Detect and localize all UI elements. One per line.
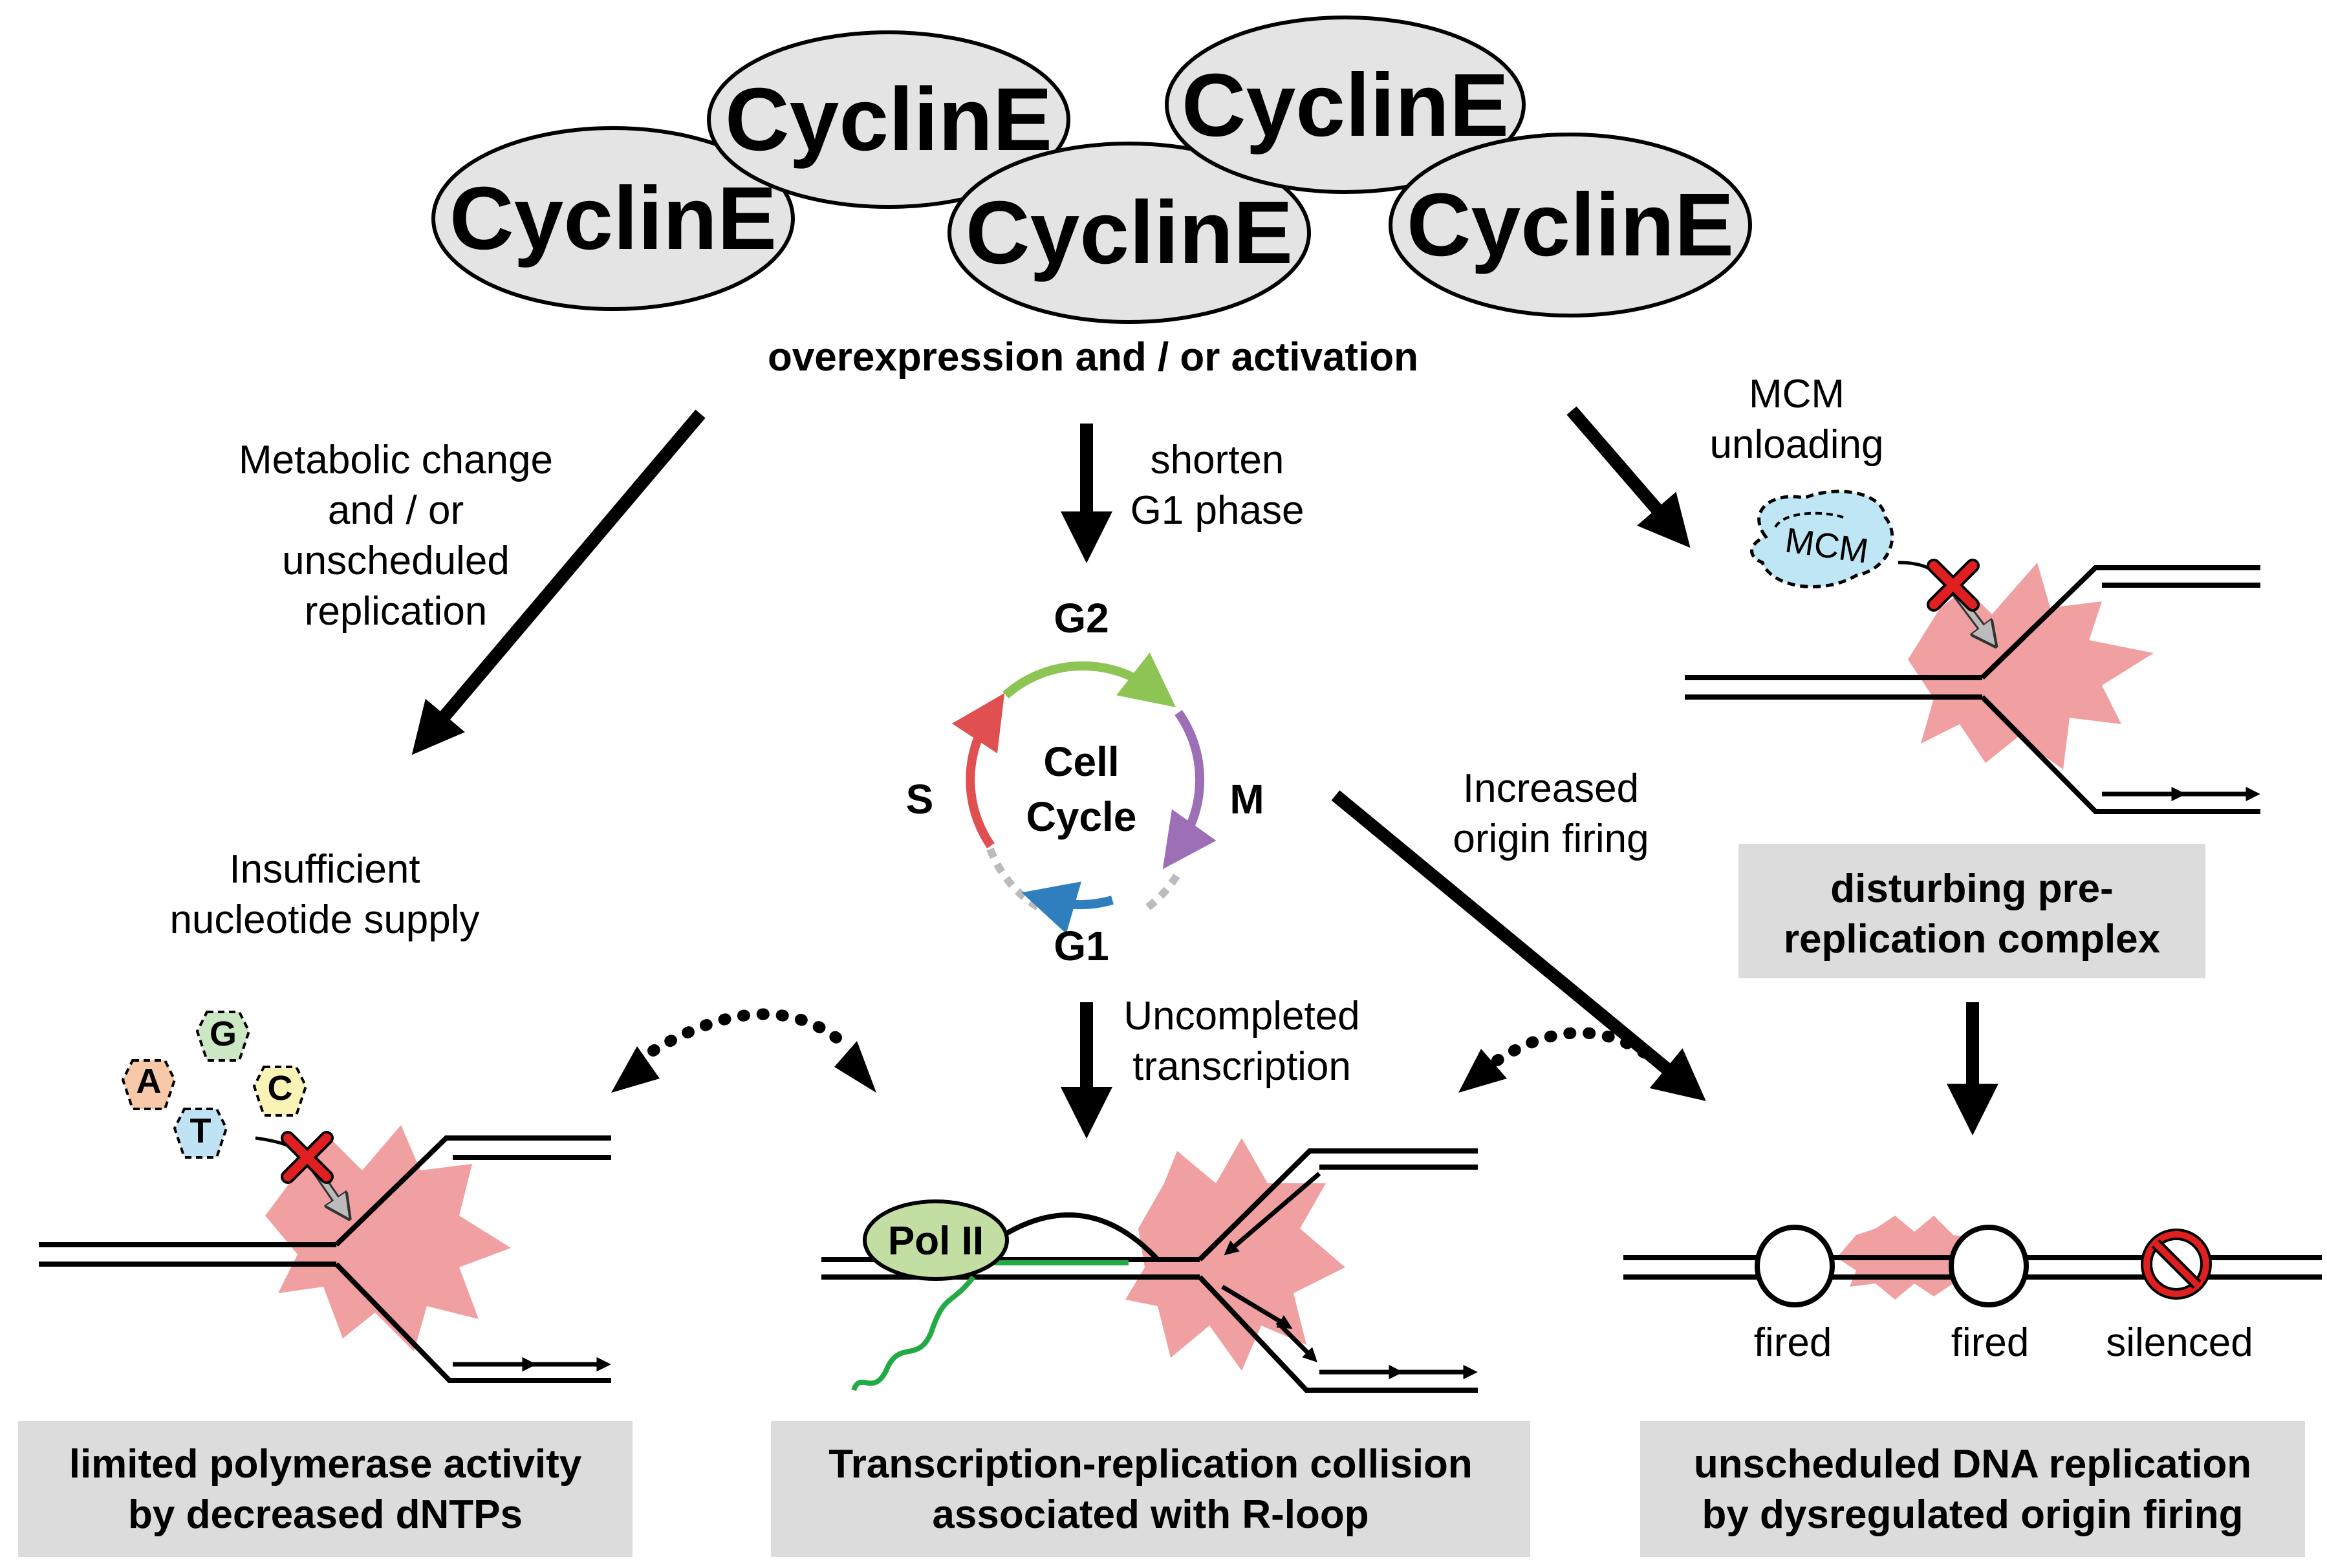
center-effect-text: Uncompleted transcription [1123,994,1359,1089]
center-cause-line: shorten [1151,438,1284,482]
arrow-increased-firing [1331,790,1706,1101]
dotted-link-left [611,1008,876,1093]
origin-label: fired [1951,1320,2029,1365]
left-effect-line: Insufficient [229,847,420,892]
nucleotide-g: G [195,1011,251,1062]
increased-line: origin firing [1453,817,1649,861]
nucleotide-c: C [252,1066,308,1117]
dotted-arrowhead-right [834,1041,876,1093]
left-effect-text: Insufficient nucleotide supply [169,847,479,942]
center-effect-line: transcription [1132,1044,1351,1089]
svg-text:C: C [268,1069,293,1108]
right-cause-line: MCM [1749,372,1845,416]
left-effect-line: nucleotide supply [169,897,479,942]
cyclin-e-4: CyclinE [1165,16,1526,194]
cyclin-e-label: CyclinE [725,70,1052,169]
phase-g2-label: G2 [1054,595,1109,641]
dotted-arrowhead-left [1458,1049,1507,1093]
cycle-gap-right [1145,870,1182,910]
cycle-center-line: Cell [1043,738,1119,785]
middle-right-box: disturbing pre- replication complex [1738,844,2205,978]
prohibited-icon [2141,1229,2212,1300]
origin-bubble-fired [1949,1225,2029,1307]
box-line: replication complex [1784,917,2161,961]
g2-arc [1002,652,1176,707]
pol-ii-label: Pol II [888,1219,984,1263]
svg-text:T: T [190,1112,211,1150]
nucleotide-t: T [173,1108,228,1159]
origin-bubble-fired [1755,1225,1835,1307]
outcome-box-center: Transcription-replication collision asso… [771,1421,1530,1557]
outcome-box-left: limited polymerase activity by decreased… [18,1421,633,1557]
cyclin-e-label: CyclinE [1407,175,1734,275]
mcm-blob [1750,489,1894,588]
cyclin-e-3: CyclinE [947,142,1311,324]
right-cause-text: MCM unloading [1710,372,1884,467]
outcome-line: limited polymerase activity [69,1442,582,1487]
svg-text:G: G [210,1015,237,1053]
origin-firing: fired fired silenced [1623,1216,2322,1365]
damage-burst [1125,1138,1345,1371]
g1-arc [1021,881,1114,934]
left-replication-fork [39,1125,611,1383]
outcome-line: Transcription-replication collision [828,1442,1473,1487]
dotted-curve [1491,1027,1652,1066]
block-x-icon [281,1131,334,1184]
dotted-link-right [1458,1027,1652,1093]
m-arc [1162,709,1217,870]
left-cause-line: unscheduled [282,539,510,583]
s-arc [951,693,1005,848]
cyclin-cluster: CyclinE CyclinE CyclinE CyclinE CyclinE [431,16,1752,324]
cycle-gap-left [986,847,1041,911]
left-cause-line: Metabolic change [239,438,553,482]
outcome-box-right: unscheduled DNA replication by dysregula… [1640,1421,2305,1557]
svg-text:A: A [136,1062,162,1101]
left-cause-text: Metabolic change and / or unscheduled re… [239,438,553,634]
left-cause-line: and / or [328,488,464,533]
origin-label: fired [1754,1320,1832,1365]
center-cause-line: G1 phase [1131,488,1304,533]
cyclin-e-label: CyclinE [449,169,777,268]
outcome-line: by decreased dNTPs [128,1492,523,1537]
phase-s-label: S [906,776,934,822]
cycle-center-line: Cycle [1026,793,1137,840]
center-effect-line: Uncompleted [1123,994,1359,1038]
phase-g1-label: G1 [1054,923,1109,969]
phase-m-label: M [1229,776,1264,822]
rna-strand [851,1275,976,1391]
dotted-arrowhead-left [611,1046,660,1093]
center-replication-fork: Pol II [821,1138,1478,1393]
cell-cycle: Cell Cycle G2 S M G1 [906,595,1264,969]
main-arrows [411,406,1998,1139]
left-cause-line: replication [305,589,488,634]
increased-line: Increased [1463,766,1639,811]
nucleotides: A G C T [121,1011,343,1209]
origin-label: silenced [2106,1320,2253,1365]
mcm-complex: MCM [1750,489,1989,637]
outcome-line: by dysregulated origin firing [1702,1492,2243,1537]
block-x-icon [1927,559,1980,612]
cyclin-e-label: CyclinE [966,183,1293,283]
cyclin-e-label: CyclinE [1182,56,1509,155]
cyclin-e-2: CyclinE [707,30,1070,209]
nucleotide-a: A [121,1059,177,1110]
dotted-curve [647,1008,847,1057]
center-cause-text: shorten G1 phase [1131,438,1304,533]
arrow-right [1566,406,1691,548]
cyclin-e-5: CyclinE [1389,133,1752,317]
increased-firing-text: Increased origin firing [1453,766,1649,861]
top-label: overexpression and / or activation [768,335,1418,380]
outcome-line: associated with R-loop [932,1492,1369,1537]
arrow-left [411,409,706,755]
cyclin-e-1: CyclinE [431,126,795,311]
right-cause-line: unloading [1710,422,1884,467]
outcome-line: unscheduled DNA replication [1694,1442,2251,1487]
pol-ii: Pol II [863,1199,1009,1281]
box-line: disturbing pre- [1830,866,2113,911]
